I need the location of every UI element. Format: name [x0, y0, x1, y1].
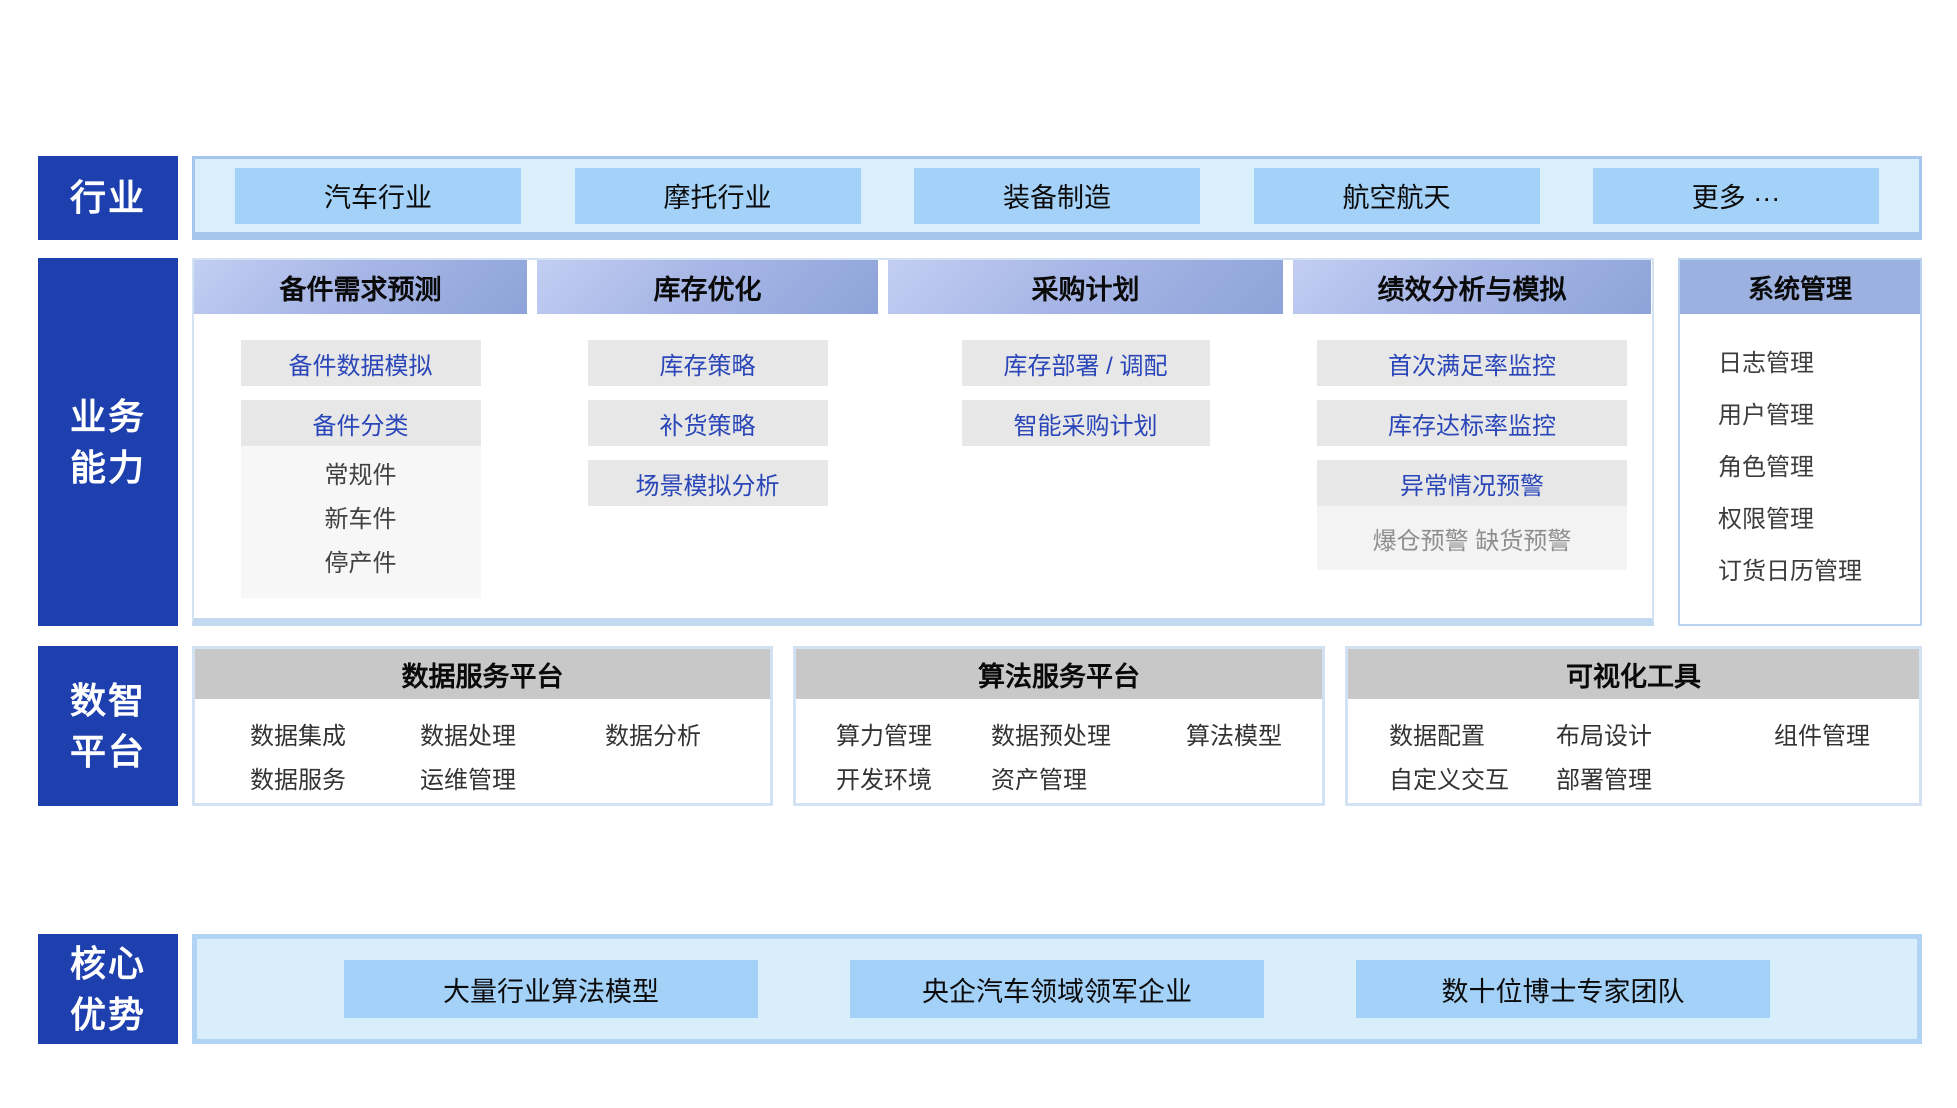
capability-items: 首次满足率监控 库存达标率监控 异常情况预警 爆仓预警 缺货预警 [1293, 314, 1651, 570]
rail-label-core-advantage: 核心 优势 [38, 934, 178, 1044]
industry-chip-auto: 汽车行业 [235, 167, 521, 224]
system-item: 日志管理 [1718, 350, 1814, 377]
rail-label-digital-platform: 数智 平台 [38, 646, 178, 806]
capability-item: 备件分类 [240, 400, 481, 446]
rail-business-line2: 能力 [69, 447, 146, 488]
platform-item: 自定义交互 [1389, 767, 1509, 794]
platform-items: 数据集成 数据处理 数据分析 数据服务 运维管理 [195, 699, 770, 803]
platform-item: 数据服务 [250, 767, 346, 794]
advantage-chip-phd-team: 数十位博士专家团队 [1356, 960, 1770, 1018]
industry-band: 汽车行业 摩托行业 装备制造 航空航天 更多 ··· [192, 156, 1922, 240]
platform-item: 数据分析 [605, 723, 701, 750]
capability-item: 首次满足率监控 [1317, 340, 1627, 386]
platform-item: 资产管理 [991, 767, 1087, 794]
platform-item: 数据配置 [1389, 723, 1485, 750]
capability-column-performance-analysis: 绩效分析与模拟 首次满足率监控 库存达标率监控 异常情况预警 爆仓预警 缺货预警 [1293, 260, 1651, 618]
capability-item: 异常情况预警 [1317, 460, 1627, 506]
platform-item: 运维管理 [420, 767, 516, 794]
system-item: 用户管理 [1718, 402, 1814, 429]
advantage-chip-leading-enterprise: 央企汽车领域领军企业 [850, 960, 1264, 1018]
platform-item: 组件管理 [1774, 723, 1870, 750]
capability-item: 补货策略 [587, 400, 828, 446]
industry-chip-equipment: 装备制造 [914, 167, 1200, 224]
platform-item: 数据集成 [250, 723, 346, 750]
capability-item: 库存策略 [587, 340, 828, 386]
system-management-items: 日志管理 用户管理 角色管理 权限管理 订货日历管理 [1680, 314, 1920, 598]
platform-header: 数据服务平台 [195, 649, 770, 699]
capability-subnote: 爆仓预警 缺货预警 [1317, 506, 1627, 570]
rail-label-business-capability: 业务 能力 [38, 258, 178, 626]
platform-box-data-service: 数据服务平台 数据集成 数据处理 数据分析 数据服务 运维管理 [192, 646, 773, 806]
core-advantage-band: 大量行业算法模型 央企汽车领域领军企业 数十位博士专家团队 [192, 934, 1922, 1044]
capability-sublist-item: 停产件 [324, 550, 397, 577]
rail-platform-line2: 平台 [69, 731, 146, 772]
rail-label-industry-text: 行业 [69, 177, 146, 219]
system-management-box: 系统管理 日志管理 用户管理 角色管理 权限管理 订货日历管理 [1678, 258, 1922, 626]
platform-item: 数据处理 [420, 723, 516, 750]
industry-chip-aerospace: 航空航天 [1253, 167, 1540, 224]
capability-header: 绩效分析与模拟 [1293, 260, 1651, 314]
platform-box-visualization-tools: 可视化工具 数据配置 布局设计 组件管理 自定义交互 部署管理 [1345, 646, 1922, 806]
system-item: 权限管理 [1718, 506, 1814, 533]
capability-header: 备件需求预测 [194, 260, 527, 314]
capability-item: 库存达标率监控 [1317, 400, 1627, 446]
capability-header: 库存优化 [537, 260, 878, 314]
capability-column-procurement-plan: 采购计划 库存部署 / 调配 智能采购计划 [888, 260, 1283, 618]
capability-items: 备件数据模拟 备件分类 常规件 新车件 停产件 [194, 314, 527, 598]
platform-item: 算力管理 [836, 723, 932, 750]
rail-advantage-line1: 核心 [69, 942, 146, 984]
rail-advantage-line2: 优势 [69, 994, 146, 1035]
rail-label-industry: 行业 [38, 156, 178, 240]
industry-chip-more: 更多 ··· [1593, 167, 1879, 224]
capability-item: 备件数据模拟 [240, 340, 481, 386]
capability-items: 库存策略 补货策略 场景模拟分析 [537, 314, 878, 520]
platform-item: 数据预处理 [991, 723, 1111, 750]
platform-items: 数据配置 布局设计 组件管理 自定义交互 部署管理 [1348, 699, 1919, 803]
capability-items: 库存部署 / 调配 智能采购计划 [888, 314, 1283, 460]
capability-column-demand-forecast: 备件需求预测 备件数据模拟 备件分类 常规件 新车件 停产件 [194, 260, 527, 618]
system-item: 角色管理 [1718, 454, 1814, 481]
platform-header: 算法服务平台 [796, 649, 1322, 699]
platform-items: 算力管理 数据预处理 算法模型 开发环境 资产管理 [796, 699, 1322, 803]
capability-sublist-item: 常规件 [324, 462, 397, 489]
capability-sublist-item: 新车件 [324, 506, 397, 533]
system-item: 订货日历管理 [1718, 558, 1862, 585]
capability-header: 采购计划 [888, 260, 1283, 314]
platform-item: 布局设计 [1556, 723, 1652, 750]
system-management-header: 系统管理 [1680, 260, 1920, 314]
platform-header: 可视化工具 [1348, 649, 1919, 699]
capability-column-inventory-optimization: 库存优化 库存策略 补货策略 场景模拟分析 [537, 260, 878, 618]
business-capability-band: 备件需求预测 备件数据模拟 备件分类 常规件 新车件 停产件 库存优化 库存策略… [192, 258, 1654, 626]
platform-item: 部署管理 [1556, 767, 1652, 794]
industry-chip-moto: 摩托行业 [574, 167, 861, 224]
capability-item: 库存部署 / 调配 [961, 340, 1210, 386]
platform-item: 开发环境 [836, 767, 932, 794]
capability-item: 场景模拟分析 [587, 460, 828, 506]
capability-item: 智能采购计划 [961, 400, 1210, 446]
rail-business-line1: 业务 [69, 395, 146, 437]
rail-platform-line1: 数智 [69, 679, 146, 721]
capability-sublist: 常规件 新车件 停产件 [240, 446, 481, 598]
platform-box-algorithm-service: 算法服务平台 算力管理 数据预处理 算法模型 开发环境 资产管理 [793, 646, 1325, 806]
advantage-chip-algorithm-models: 大量行业算法模型 [344, 960, 758, 1018]
platform-item: 算法模型 [1186, 723, 1282, 750]
